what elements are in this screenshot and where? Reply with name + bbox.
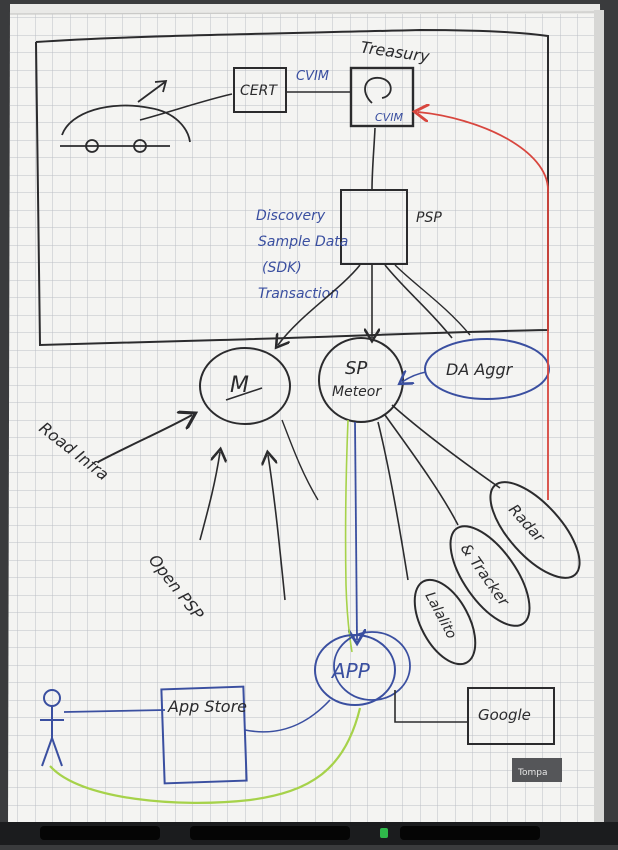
psp-box — [340, 189, 408, 265]
paper-grid — [8, 12, 604, 830]
black-marker-pen — [190, 826, 350, 840]
brand-sticker — [512, 758, 562, 782]
cert-box — [233, 67, 287, 113]
treasury-box — [349, 66, 415, 128]
cvim-top-label: CVIM — [296, 69, 329, 84]
cvim-box-label: CVIM — [375, 111, 403, 124]
lalalito-node — [413, 578, 477, 666]
app-store-box — [160, 685, 248, 785]
radar-node — [489, 481, 581, 579]
sdk-label: (SDK) — [262, 260, 302, 276]
da-aggr-label: DA Aggr — [446, 360, 514, 379]
app-node — [314, 634, 396, 706]
discovery-label: Discovery — [256, 208, 326, 224]
sp-label: SP — [345, 358, 367, 379]
meteor-label: Meteor — [332, 384, 382, 400]
black-marker-pen — [40, 826, 160, 840]
brand-sticker-label: Tompa — [517, 768, 547, 778]
psp-services-notes: Discovery Sample Data (SDK) Transaction — [256, 208, 348, 302]
google-box — [467, 687, 555, 745]
merchant-symbol: M — [230, 373, 249, 398]
red-connector — [418, 112, 549, 500]
green-connector — [49, 707, 362, 804]
user-stick-figure-icon — [40, 689, 64, 767]
transaction-label: Transaction — [258, 286, 339, 302]
car-icon — [60, 79, 191, 153]
black-marker-pen — [400, 826, 540, 840]
treasury-swirl-icon — [364, 77, 392, 104]
outer-boundary-frame — [35, 28, 549, 347]
binding-strip — [10, 4, 600, 14]
sample-data-label: Sample Data — [258, 234, 348, 250]
google-label: Google — [478, 706, 531, 724]
tracker-node — [449, 525, 531, 627]
app-label: APP — [330, 659, 371, 683]
psp-label: PSP — [416, 210, 442, 226]
green-marker-cap — [380, 828, 388, 838]
merchant-node — [199, 347, 291, 425]
marker-pens-tray — [0, 822, 618, 845]
app-node-back — [333, 631, 411, 701]
app-store-label: App Store — [167, 697, 247, 716]
cert-label: CERT — [240, 83, 278, 99]
da-aggr-node — [424, 338, 550, 400]
